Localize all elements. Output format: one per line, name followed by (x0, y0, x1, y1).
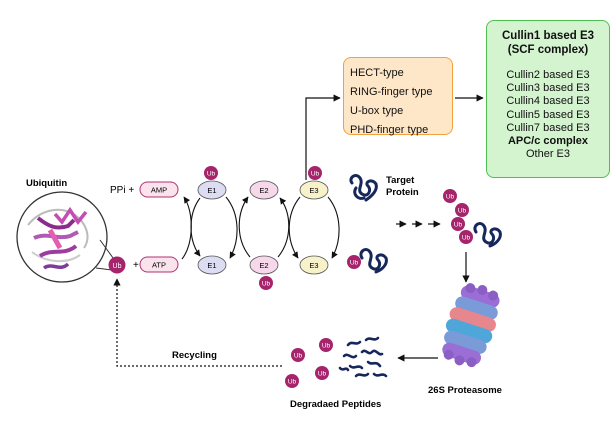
scf-complex-title: (SCF complex) (507, 44, 589, 56)
e1-top-label: E1 (207, 186, 216, 195)
ub-on-e1-label: Ub (207, 171, 216, 178)
polyub-3-label: Ub (454, 222, 463, 229)
cullin1-title: Cullin1 based E3 (501, 30, 595, 42)
e3-type-ubox: U-box type (350, 105, 404, 117)
cullin-item: Cullin4 based E3 (506, 95, 590, 108)
ub-on-e2 (259, 276, 273, 290)
arrow-e3-to-target (327, 196, 340, 259)
polyub-4 (459, 230, 473, 244)
e2-bottom (249, 255, 279, 275)
ub-free (108, 256, 126, 274)
zoom-line-bottom (95, 267, 113, 271)
free-ub-1 (319, 338, 333, 352)
cycle-arrows (181, 196, 340, 260)
ub-on-e2-label: Ub (262, 281, 271, 288)
apc-complex: APC/c complex (507, 135, 589, 148)
cullin-e3-box: Cullin1 based E3 (SCF complex) Cullin2 b… (486, 20, 610, 178)
cullin-item: Cullin5 based E3 (506, 108, 590, 121)
amp-node (139, 181, 179, 198)
arrow-atp-to-amp (181, 196, 192, 260)
free-ub-4-label: Ub (288, 379, 297, 386)
arrow-e1-to-e2 (225, 196, 238, 259)
target-protein-ub-icon (359, 248, 388, 274)
polyub-1 (443, 189, 457, 203)
arrow-to-e3-types (305, 94, 341, 180)
e3-bottom-label: E3 (309, 261, 318, 270)
target-protein-icon (349, 174, 378, 202)
cullin-item: Cullin2 based E3 (506, 69, 590, 81)
e2-top (249, 180, 279, 200)
arrow-e3-to-e2 (288, 196, 301, 259)
ub-on-e3 (308, 166, 322, 180)
e3-top (299, 180, 329, 200)
free-ub-1-label: Ub (322, 343, 331, 350)
e3-type-ring: RING-finger type (350, 86, 433, 98)
free-ub-4 (285, 374, 299, 388)
ub-on-e3-label: Ub (311, 171, 320, 178)
free-ub-3 (315, 366, 329, 380)
target-protein-label-2: Protein (386, 187, 419, 198)
plus-sign: + (133, 260, 139, 271)
recycling-arrow (113, 278, 282, 367)
ubiquitin-ribbon-icon (27, 206, 89, 270)
e3-top-label: E3 (309, 186, 318, 195)
polyub-protein-icon (473, 222, 502, 248)
other-e3: Other E3 (525, 148, 571, 161)
polyub-2 (455, 203, 469, 217)
ub-free-label: Ub (113, 263, 122, 270)
e1-top (197, 180, 227, 200)
peptides-label: Degradaed Peptides (290, 399, 381, 410)
free-ub-2 (291, 348, 305, 362)
proteasome-icon (442, 283, 500, 368)
cullin-item: Cullin7 based E3 (506, 121, 590, 134)
ubiquitin-label: Ubiquitin (26, 178, 67, 189)
polyub-3 (451, 217, 465, 231)
e1-bottom-label: E1 (207, 261, 216, 270)
target-protein-label-1: Target (386, 175, 415, 186)
atp-label: ATP (152, 261, 166, 270)
amp-label: AMP (151, 186, 167, 195)
ub-on-e1 (204, 166, 218, 180)
e2-bottom-label: E2 (259, 261, 268, 270)
e3-bottom (299, 255, 329, 275)
e2-top-label: E2 (259, 186, 268, 195)
ub-on-target (347, 255, 361, 269)
ub-on-target-label: Ub (350, 260, 359, 267)
free-ub-2-label: Ub (294, 353, 303, 360)
atp-node (139, 256, 179, 273)
polyub-1-label: Ub (446, 194, 455, 201)
proteasome-label: 26S Proteasome (428, 385, 502, 396)
peptides-icon (338, 336, 388, 378)
arrow-e2-to-e1 (238, 196, 251, 258)
e3-types-box: HECT-type RING-finger type U-box type PH… (343, 57, 453, 136)
recycling-label: Recycling (172, 350, 217, 361)
polyub-2-label: Ub (458, 208, 467, 215)
arrow-e2-to-e3 (277, 197, 290, 258)
free-ub-3-label: Ub (318, 371, 327, 378)
e3-type-hect: HECT-type (350, 67, 404, 79)
cullin-item: Cullin3 based E3 (506, 82, 590, 95)
arrow-e1-recycle (190, 197, 201, 257)
polyub-4-label: Ub (462, 235, 471, 242)
e3-type-phd: PHD-finger type (350, 124, 429, 136)
ppi-label: PPi + (110, 185, 134, 196)
e1-bottom (197, 255, 227, 275)
